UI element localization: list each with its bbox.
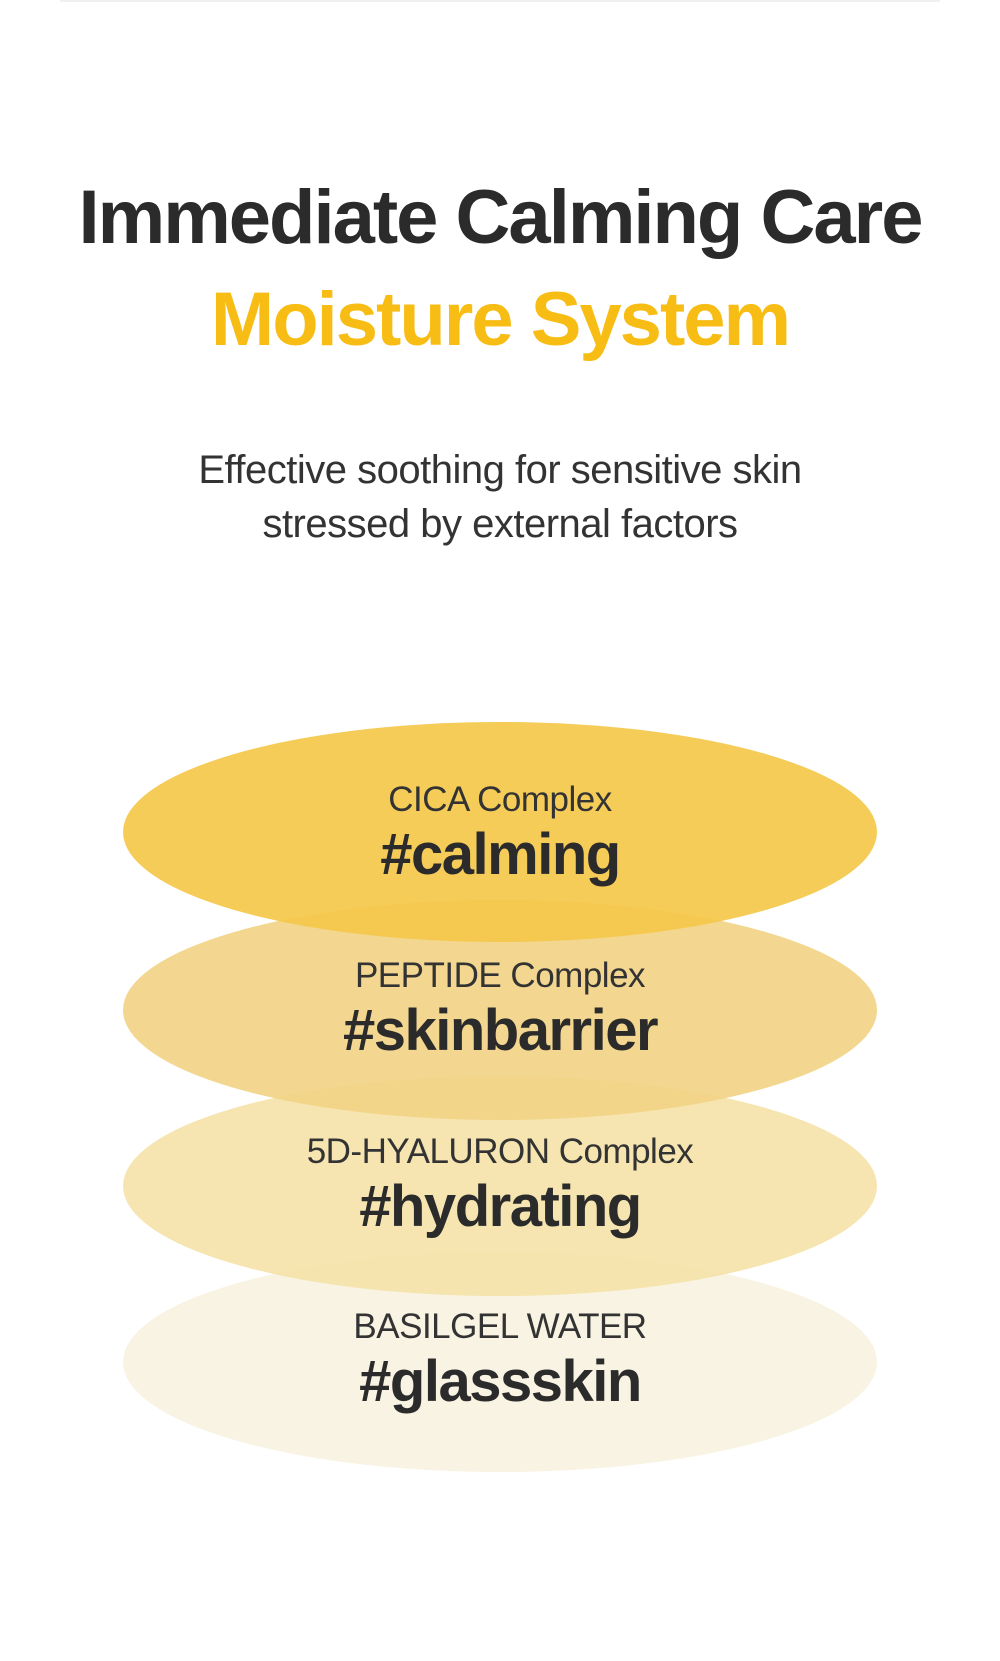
top-divider	[60, 0, 940, 2]
layer-tag-hyaluron: #hydrating	[359, 1174, 642, 1239]
layer-tag-cica: #calming	[380, 822, 621, 887]
layer-label-hyaluron: 5D-HYALURON Complex	[306, 1132, 694, 1171]
layer-tag-basilgel: #glassskin	[359, 1349, 642, 1414]
layer-label-peptide: PEPTIDE Complex	[354, 956, 646, 995]
description-line-1: Effective soothing for sensitive skin	[198, 448, 802, 492]
layer-label-cica: CICA Complex	[388, 780, 612, 819]
headline-primary: Immediate Calming Care	[78, 175, 924, 260]
layer-ellipse-cica	[123, 722, 877, 942]
layer-tag-peptide: #skinbarrier	[342, 998, 659, 1063]
description-line-2: stressed by external factors	[262, 502, 738, 546]
layer-label-basilgel: BASILGEL WATER	[353, 1307, 647, 1346]
headline-accent: Moisture System	[210, 277, 791, 362]
